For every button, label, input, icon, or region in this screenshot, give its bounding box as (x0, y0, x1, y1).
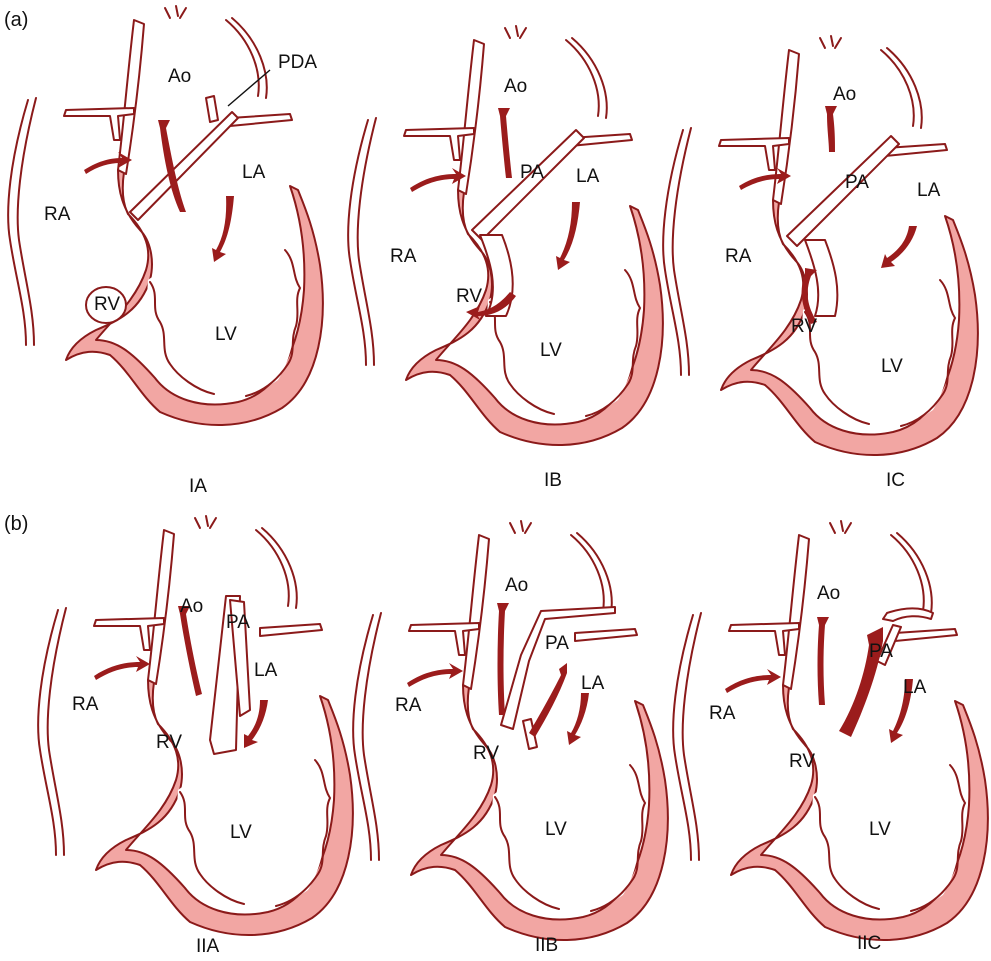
label-rv: RV (156, 732, 182, 753)
label-ra: RA (44, 204, 71, 225)
label-pa: PA (520, 162, 544, 183)
label-ao: Ao (180, 596, 203, 617)
label-la: LA (903, 677, 927, 698)
label-pa: PA (845, 172, 869, 193)
label-pda: PDA (278, 52, 317, 73)
label-lv: LV (545, 819, 567, 840)
label-ra: RA (72, 694, 99, 715)
label-la: LA (917, 180, 941, 201)
label-ra: RA (725, 246, 752, 267)
label-lv: LV (540, 340, 562, 361)
label-rv: RV (456, 286, 482, 307)
caption-ic: IC (886, 470, 905, 491)
label-rv: RV (94, 294, 120, 315)
label-pa: PA (545, 633, 569, 654)
panel-ic: Ao PA LA RA RV LV IC (663, 36, 978, 491)
label-rv: RV (473, 743, 499, 764)
label-la: LA (242, 162, 266, 183)
panel-iib: Ao PA LA RA RV LV IIB (353, 521, 668, 956)
panel-ib: Ao PA LA RA RV LV IB (348, 26, 663, 491)
label-la: LA (254, 660, 278, 681)
label-ao: Ao (817, 583, 840, 604)
label-pa: PA (869, 641, 893, 662)
panel-iic: Ao PA LA RA RV LV IIC (673, 521, 988, 954)
panel-iia: Ao PA LA RA RV LV IIA (38, 516, 353, 957)
label-pa: PA (226, 612, 250, 633)
caption-iib: IIB (535, 935, 558, 956)
label-lv: LV (869, 819, 891, 840)
label-ao: Ao (505, 575, 528, 596)
label-ra: RA (395, 695, 422, 716)
caption-iic: IIC (857, 933, 881, 954)
section-label-b: (b) (4, 513, 28, 535)
label-rv: RV (791, 316, 817, 337)
label-lv: LV (881, 356, 903, 377)
section-label-a: (a) (4, 9, 28, 31)
label-ao: Ao (168, 66, 191, 87)
label-ra: RA (390, 246, 417, 267)
label-la: LA (576, 166, 600, 187)
label-la: LA (581, 673, 605, 694)
caption-ib: IB (544, 470, 562, 491)
label-ra: RA (709, 703, 736, 724)
label-ao: Ao (833, 84, 856, 105)
label-ao: Ao (504, 76, 527, 97)
caption-iia: IIA (196, 936, 220, 957)
label-lv: LV (215, 324, 237, 345)
label-lv: LV (230, 822, 252, 843)
caption-ia: IA (189, 476, 207, 497)
panel-ia: PDA Ao LA RA RV LV IA (8, 6, 323, 497)
label-rv: RV (789, 751, 815, 772)
